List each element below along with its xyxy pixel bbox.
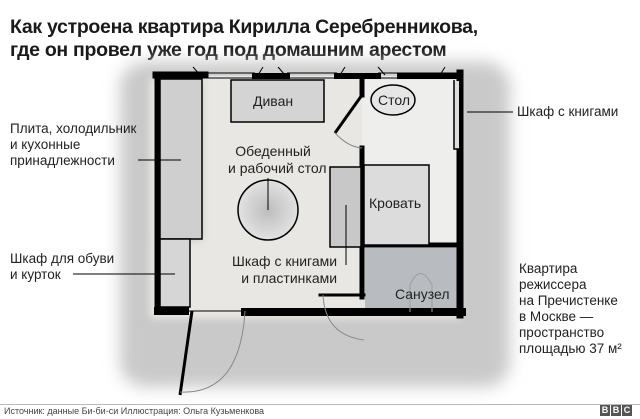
small-table-label: Стол bbox=[378, 92, 411, 108]
sofa bbox=[230, 79, 325, 123]
sofa-label: Диван bbox=[253, 93, 294, 109]
bookshelf-records-label: Шкаф с книгами и пластинками bbox=[232, 253, 337, 287]
furniture bbox=[159, 78, 460, 312]
small-table bbox=[370, 84, 416, 116]
info-line-1: Квартира bbox=[519, 261, 578, 276]
shoe-cabinet bbox=[159, 238, 191, 308]
bbc-logo: B B C bbox=[600, 405, 632, 416]
bathroom-floor bbox=[365, 248, 458, 312]
apartment-info: Квартира режиссера на Пречистенке в Моск… bbox=[519, 261, 622, 357]
footer-divider bbox=[0, 404, 640, 405]
shoe-callout-line-1: Шкаф для обуви bbox=[10, 251, 115, 266]
info-line-2: режиссера bbox=[519, 277, 587, 292]
info-line-4: в Москве — bbox=[519, 309, 594, 324]
bookcase-callout: Шкаф с книгами bbox=[517, 104, 619, 119]
bbc-logo-letter: B bbox=[611, 405, 621, 416]
title-line-1: Как устроена квартира Кирилла Серебренни… bbox=[10, 16, 478, 38]
bookshelf-label-line-1: Шкаф с книгами bbox=[232, 253, 338, 269]
bed-label: Кровать bbox=[369, 195, 422, 211]
dining-table-label-line-1: Обеденный bbox=[235, 143, 311, 159]
dining-table-label-line-2: и рабочий стол bbox=[228, 160, 327, 176]
bbc-logo-letter: B bbox=[600, 405, 610, 416]
kitchen-callout-line-3: принадлежности bbox=[10, 153, 115, 168]
dining-table-label: Обеденный и рабочий стол bbox=[228, 143, 327, 177]
bbc-logo-letter: C bbox=[622, 405, 632, 416]
info-line-3: на Пречистенке bbox=[519, 293, 618, 308]
bed bbox=[363, 164, 430, 246]
shoe-cabinet-callout: Шкаф для обуви и курток bbox=[10, 251, 114, 283]
windows bbox=[192, 66, 460, 79]
kitchen-callout: Плита, холодильник и кухонные принадлежн… bbox=[10, 121, 136, 169]
source-credit: Источник: данные Би-би-си Иллюстрация: О… bbox=[4, 406, 265, 416]
shoe-callout-line-2: и курток bbox=[10, 267, 61, 282]
bookshelf-label-line-2: и пластинками bbox=[241, 270, 338, 286]
kitchen-counter bbox=[159, 78, 203, 240]
kitchen-callout-line-2: и кухонные bbox=[10, 137, 81, 152]
info-line-6: площадью 37 м² bbox=[519, 341, 622, 356]
kitchen-callout-line-1: Плита, холодильник bbox=[10, 121, 137, 136]
page-title: Как устроена квартира Кирилла Серебренни… bbox=[10, 16, 478, 62]
info-line-5: пространство bbox=[519, 325, 605, 340]
callout-lines bbox=[73, 111, 513, 275]
bathroom-label: Санузел bbox=[395, 286, 450, 302]
doors bbox=[178, 94, 365, 396]
title-line-2: где он провел уже год под домашним арест… bbox=[10, 39, 447, 61]
